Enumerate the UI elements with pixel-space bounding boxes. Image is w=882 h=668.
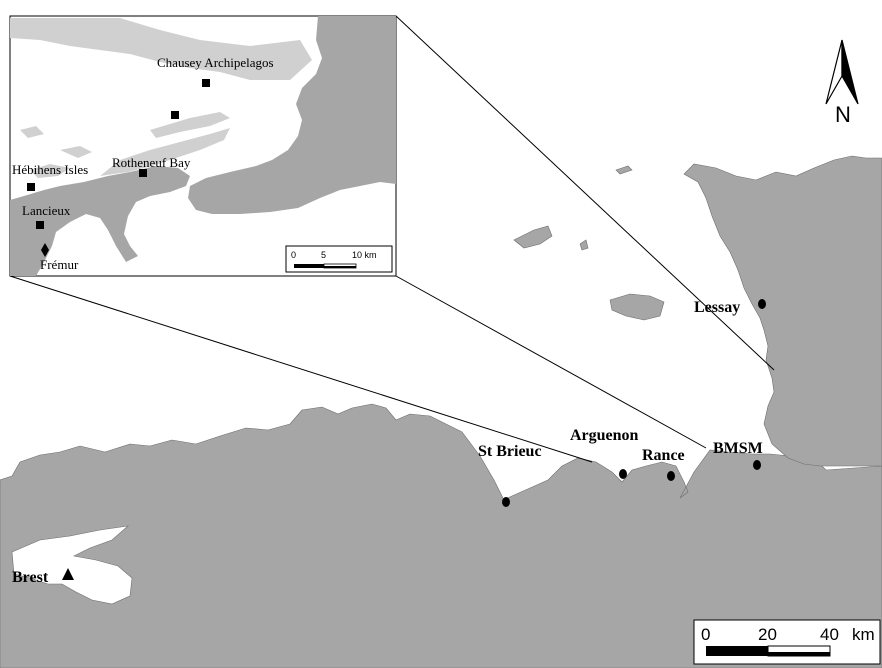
main-scale-tick-20: 20: [758, 625, 777, 644]
diamond-marker-fremur: [41, 243, 49, 257]
square-marker-rotheneuf: [139, 169, 147, 177]
inset-map: [9, 15, 397, 277]
inset-scale-tick-10: 10 km: [352, 250, 377, 260]
inset-scale-tick-5: 5: [321, 250, 327, 260]
label-rance: Rance: [642, 447, 685, 464]
inset-scale-bar: [285, 245, 393, 273]
inset-estuary-flats: [150, 112, 230, 138]
triangle-marker-brest: [62, 568, 74, 580]
zoom-lines: [9, 15, 775, 463]
circle-marker-arguenon: [619, 469, 627, 479]
main-scale-bar: [693, 619, 881, 665]
main-scale-tick-0: 0: [701, 625, 711, 644]
north-label: N: [835, 102, 851, 127]
main-site-markers: [62, 299, 766, 580]
square-marker-lancieux: [36, 221, 44, 229]
island-sark: [579, 239, 589, 251]
label-chausey: Chausey Archipelagos: [157, 55, 274, 70]
label-st-brieuc: St Brieuc: [478, 443, 542, 460]
inset-site-markers: [27, 79, 210, 257]
inset-scale-tick-0: 0: [291, 250, 297, 260]
label-fremur: Frémur: [40, 257, 79, 272]
brest-roadstead: [11, 525, 133, 605]
inset-rotheneuf-flats: [100, 128, 230, 176]
square-marker-unlabeled: [171, 111, 179, 119]
label-lessay: Lessay: [694, 299, 741, 316]
inset-brittany-coast: [10, 166, 190, 276]
inset-cotentin-coast: [188, 16, 396, 214]
circle-marker-lessay: [758, 299, 766, 309]
inset-tidal-flats: [10, 18, 312, 80]
main-scale-tick-40: 40: [820, 625, 839, 644]
label-bmsm: BMSM: [713, 440, 763, 457]
label-brest: Brest: [12, 569, 49, 586]
circle-marker-rance: [667, 471, 675, 481]
label-rotheneuf: Rotheneuf Bay: [112, 155, 191, 170]
label-arguenon: Arguenon: [570, 427, 639, 444]
label-lancieux: Lancieux: [22, 203, 71, 218]
island-alderney: [615, 165, 633, 175]
cotentin-peninsula: [683, 155, 882, 467]
north-arrow-icon: [825, 39, 859, 105]
circle-marker-st-brieuc: [502, 497, 510, 507]
square-marker-hebihens: [27, 183, 35, 191]
label-hebihens: Hébihens Isles: [12, 162, 89, 177]
island-guernsey: [513, 225, 553, 249]
mainland-brittany: [0, 403, 882, 668]
main-landmass: [0, 155, 882, 668]
main-scale-unit: km: [852, 625, 875, 644]
circle-marker-bmsm: [753, 460, 761, 470]
inset-tidal-islets: [20, 126, 92, 178]
island-jersey: [609, 293, 665, 321]
square-marker-chausey: [202, 79, 210, 87]
